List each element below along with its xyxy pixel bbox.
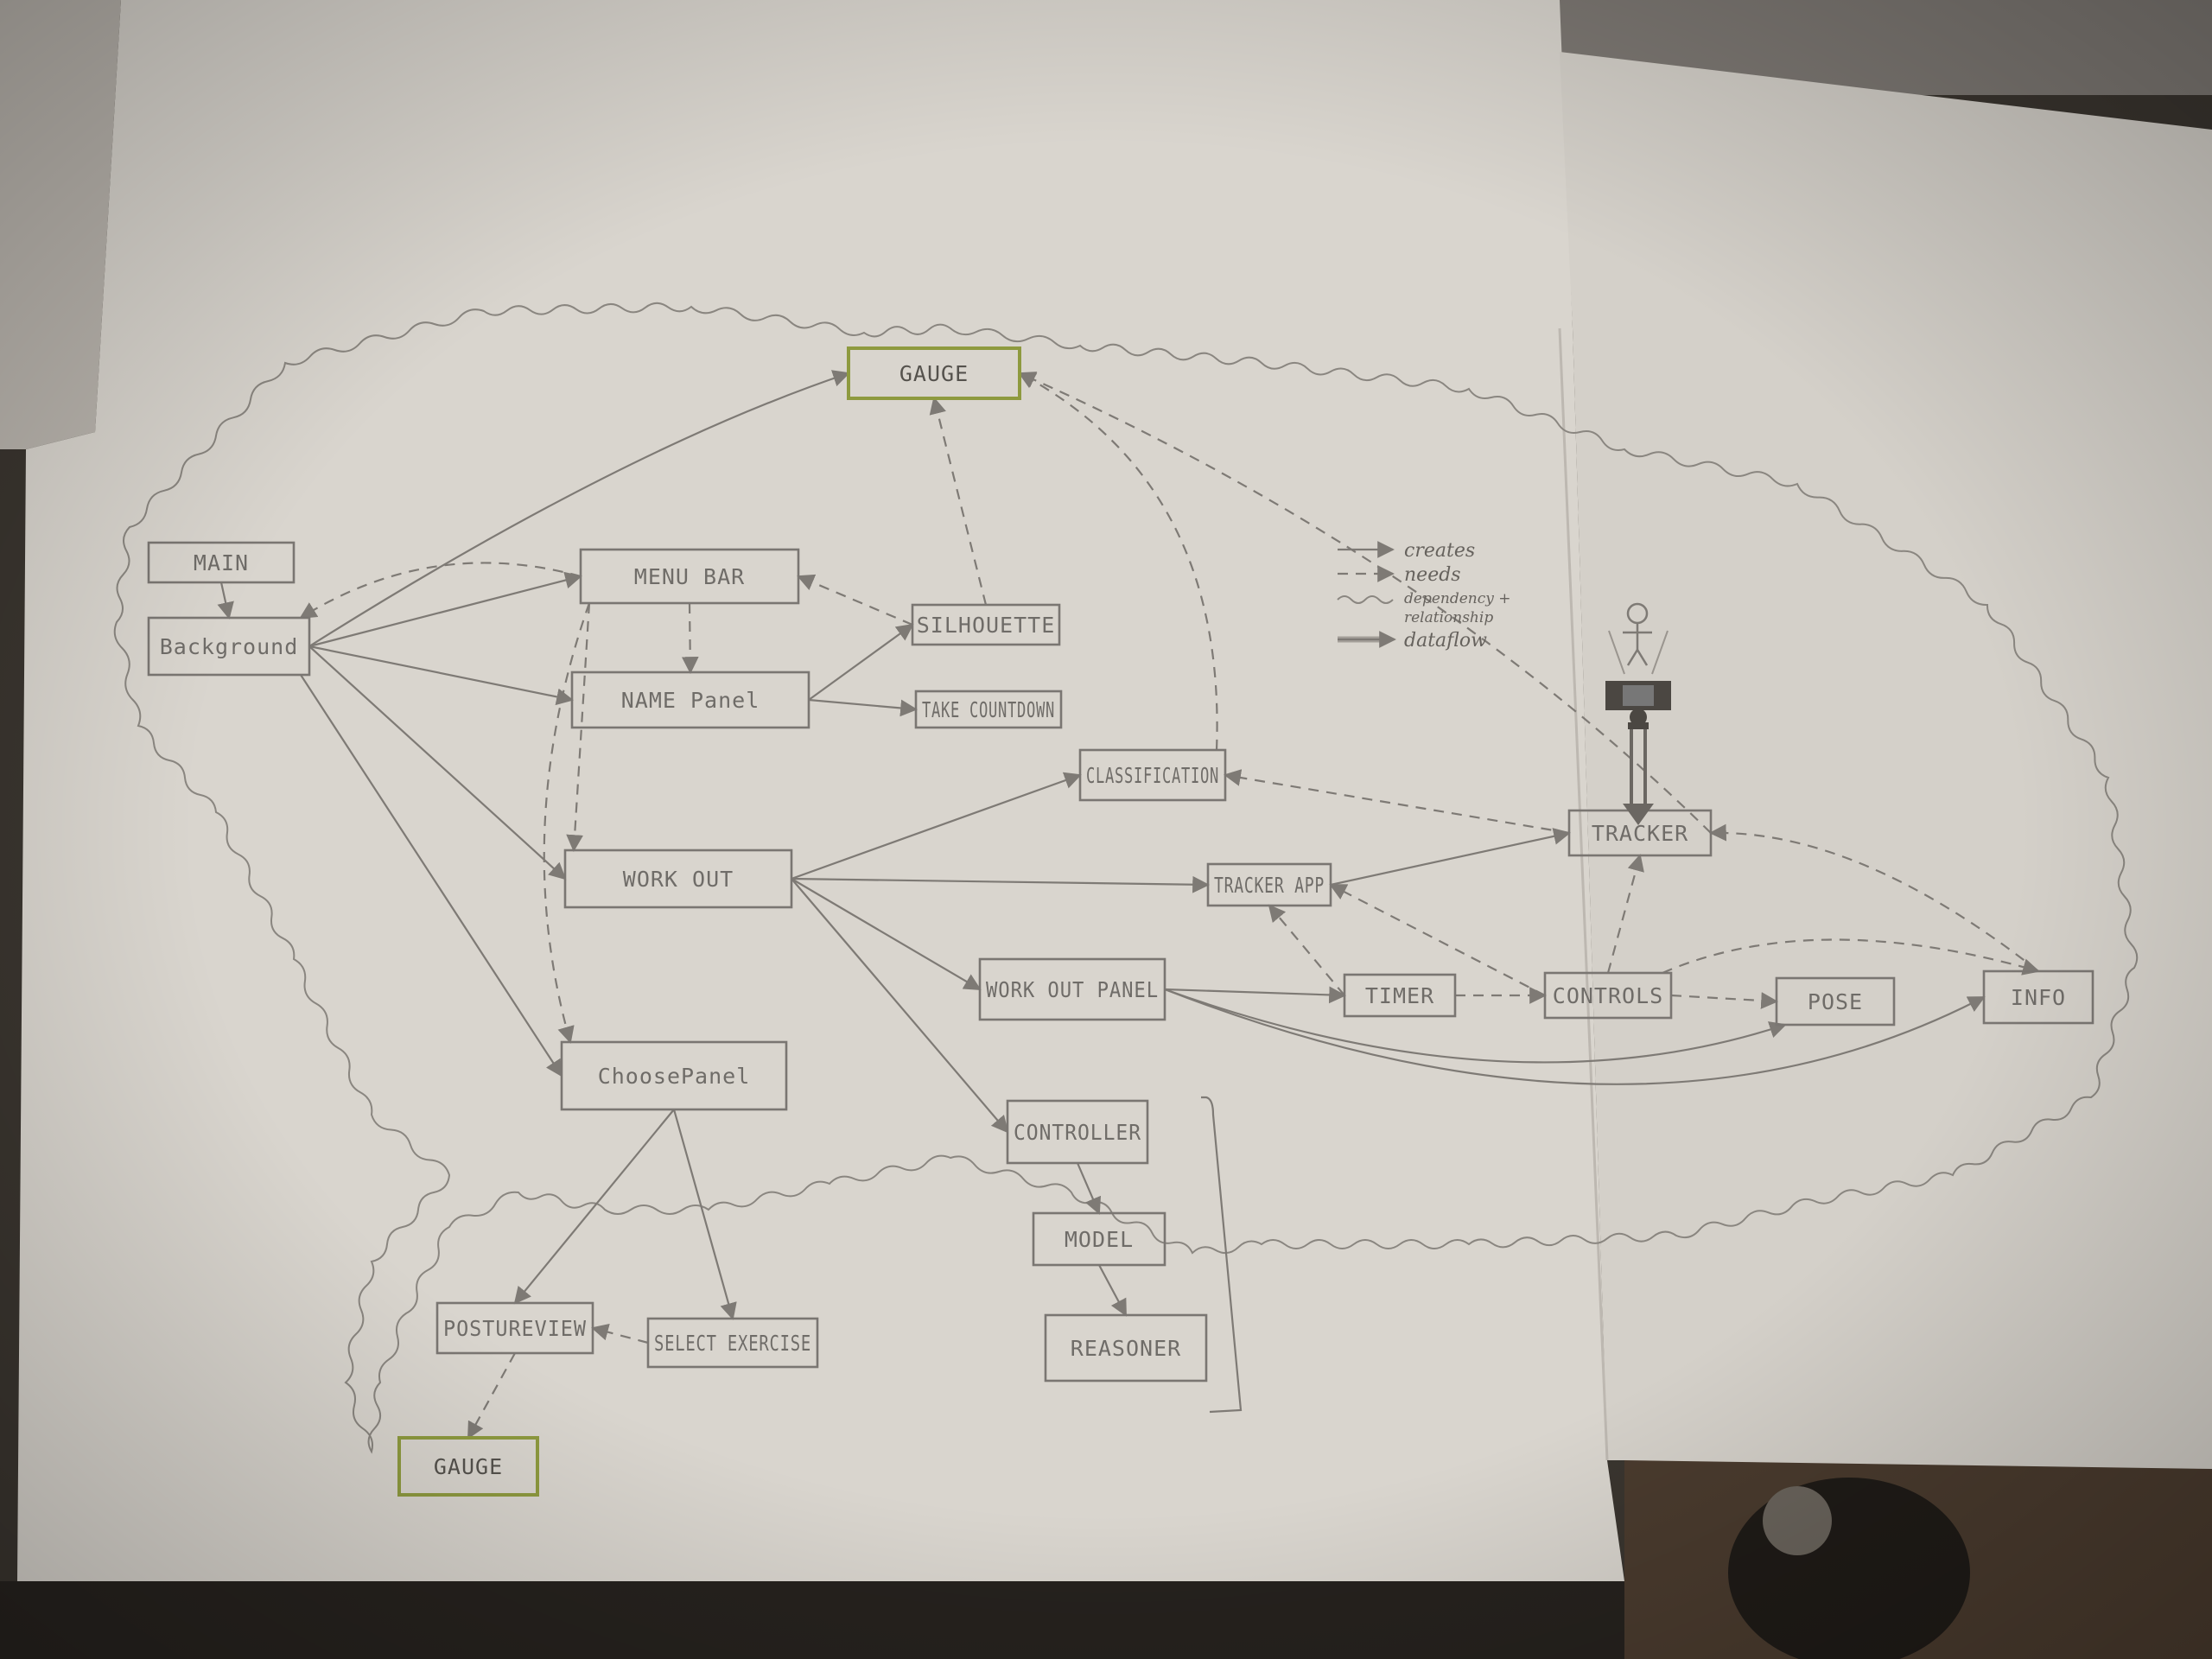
node-label: TRACKER APP (1214, 873, 1325, 898)
node-label: MENU BAR (634, 564, 745, 589)
legend-needs: needs (1404, 564, 1461, 586)
node-label: CONTROLLER (1014, 1120, 1141, 1145)
node-label: GAUGE (434, 1454, 503, 1479)
legend-creates: creates (1404, 540, 1475, 562)
legend-dependency: dependency + (1404, 590, 1511, 607)
node-label: GAUGE (899, 361, 969, 386)
node-label: CONTROLS (1553, 983, 1663, 1008)
node-label: Background (160, 634, 299, 659)
node-label: REASONER (1071, 1336, 1181, 1361)
node-label: SILHOUETTE (917, 613, 1056, 638)
node-label: WORK OUT PANEL (986, 977, 1159, 1002)
node-label: SELECT EXERCISE (654, 1331, 811, 1356)
node-label: ChoosePanel (598, 1064, 751, 1089)
node-label: POSTUREVIEW (443, 1316, 587, 1341)
legend-dataflow: dataflow (1404, 630, 1487, 652)
node-label: TAKE COUNTDOWN (922, 697, 1055, 722)
node-label: POSE (1808, 989, 1863, 1014)
node-label: MAIN (194, 550, 249, 575)
node-label: TIMER (1365, 983, 1434, 1008)
node-label: INFO (2011, 985, 2066, 1010)
node-label: CLASSIFICATION (1086, 763, 1219, 788)
node-take-countdown: TAKE COUNTDOWN (914, 690, 1063, 729)
legend-relationship: relationship (1404, 609, 1493, 626)
node-label: MODEL (1065, 1227, 1134, 1252)
node-label: TRACKER (1592, 821, 1688, 846)
node-label: WORK OUT (623, 867, 734, 892)
node-label: NAME Panel (621, 688, 760, 713)
